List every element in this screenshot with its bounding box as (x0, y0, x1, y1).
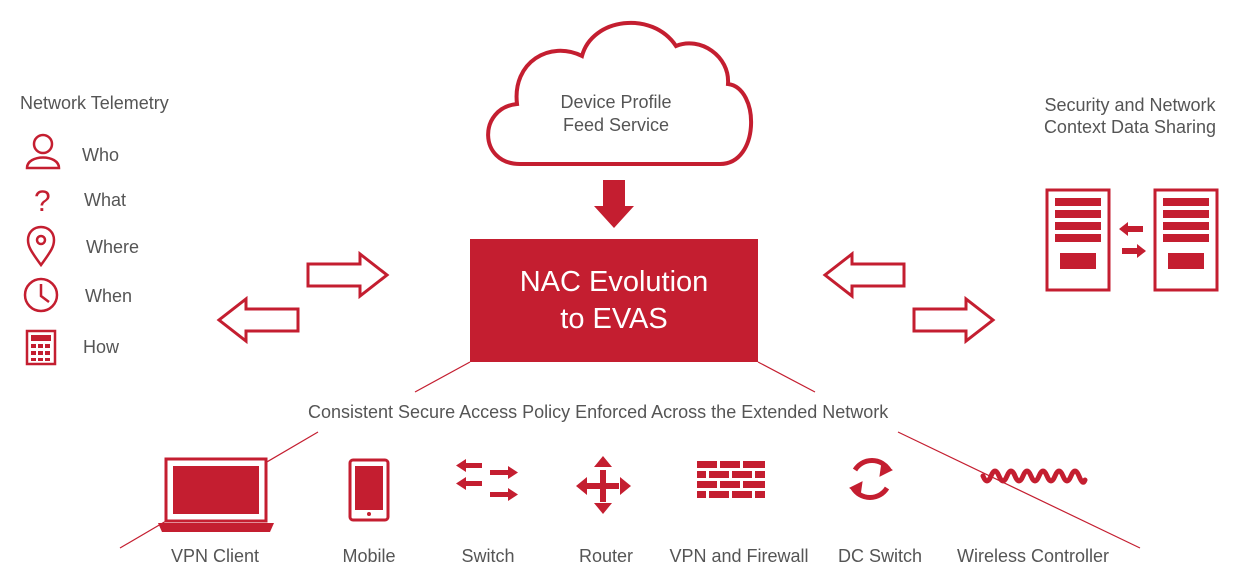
arrow-right-left-icon (306, 250, 390, 300)
telemetry-item-who: Who (82, 145, 120, 165)
dc-switch-icon (849, 458, 893, 500)
laptop-icon (158, 457, 274, 532)
cloud-icon (486, 20, 754, 166)
down-arrow-icon (594, 180, 634, 228)
center-line2: to EVAS (560, 302, 668, 335)
server-right-icon (1153, 188, 1219, 292)
person-icon (25, 133, 61, 170)
sharing-line2: Context Data Sharing (1043, 117, 1217, 137)
location-pin-icon (26, 225, 56, 268)
small-arrow-right-icon (1122, 244, 1146, 258)
sharing-line1: Security and Network (1044, 95, 1216, 115)
cloud-line1: Device Profile (560, 92, 672, 112)
switch-icon (456, 459, 518, 501)
arrow-right-right-icon (912, 295, 996, 345)
device-label-dc-switch: DC Switch (837, 546, 923, 566)
device-label-router: Router (578, 546, 634, 566)
router-icon (576, 456, 631, 514)
arrow-left-right-icon (822, 250, 906, 300)
cloud-line2: Feed Service (562, 115, 670, 135)
arrow-left-left-icon (216, 295, 300, 345)
connector-line (757, 361, 816, 393)
wireless-controller-icon (980, 468, 1088, 485)
question-icon: ? (34, 185, 51, 218)
device-label-vpn-firewall: VPN and Firewall (669, 546, 809, 566)
connector-line (414, 361, 471, 393)
center-line1: NAC Evolution (519, 265, 709, 298)
calculator-icon (25, 329, 57, 366)
telemetry-item-how: How (83, 337, 120, 357)
sharing-label: Security and Network Context Data Sharin… (1010, 94, 1247, 138)
device-label-wireless-controller: Wireless Controller (956, 546, 1110, 566)
device-label-vpn-client: VPN Client (170, 546, 260, 566)
policy-text: Consistent Secure Access Policy Enforced… (308, 402, 889, 422)
firewall-icon (697, 461, 765, 498)
device-label-switch: Switch (461, 546, 515, 566)
cloud-label: Device Profile Feed Service (530, 91, 702, 137)
connector-line (897, 431, 1141, 549)
telemetry-item-when: When (85, 286, 133, 306)
telemetry-item-what: What (84, 190, 127, 210)
telemetry-title: Network Telemetry (20, 93, 169, 113)
small-arrow-left-icon (1119, 222, 1143, 236)
nac-evas-box: NAC Evolution to EVAS (470, 239, 758, 362)
server-left-icon (1045, 188, 1111, 292)
mobile-icon (348, 458, 390, 522)
clock-icon (23, 277, 59, 313)
telemetry-item-where: Where (86, 237, 140, 257)
device-label-mobile: Mobile (342, 546, 396, 566)
